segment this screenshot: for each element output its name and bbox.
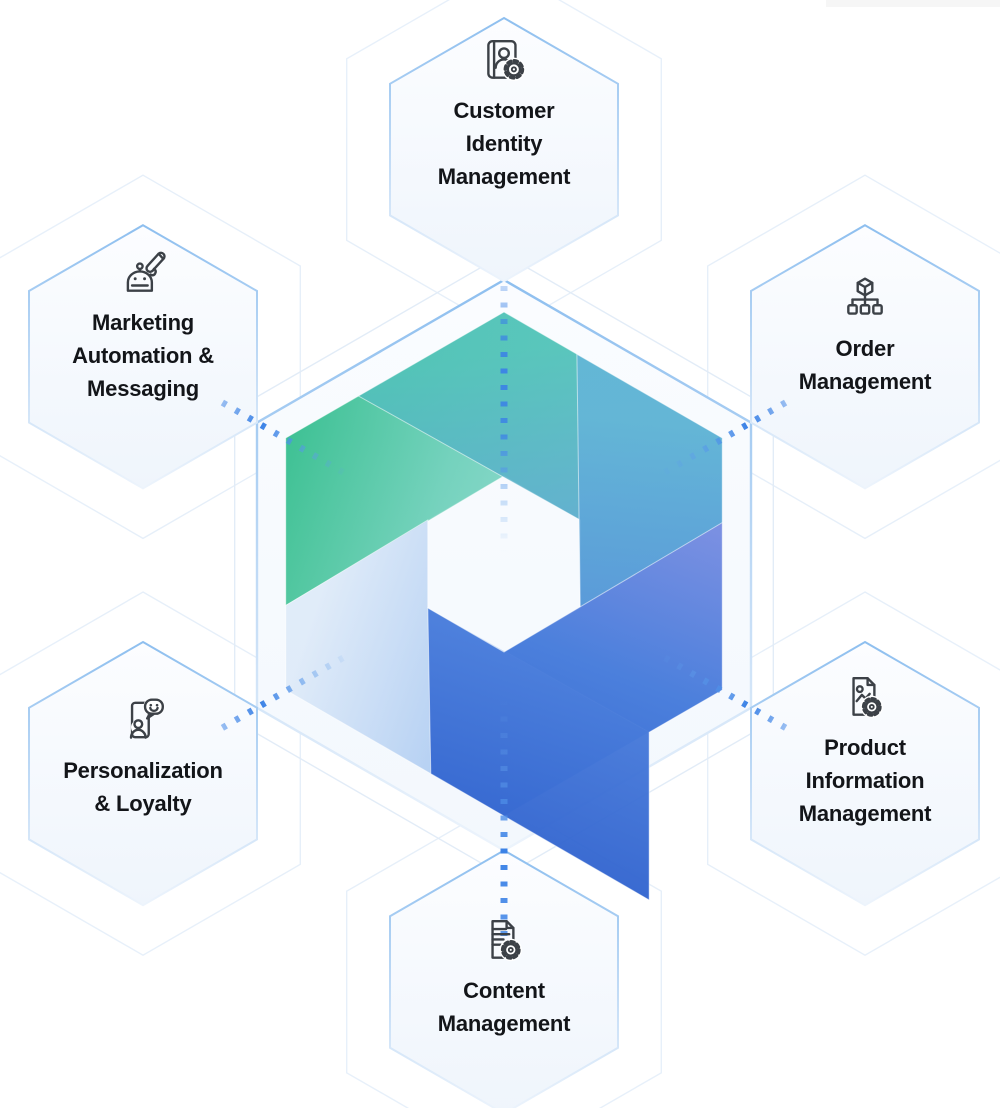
hex-tile-marketing: [28, 224, 258, 490]
hex-tile-content: [389, 849, 619, 1108]
hex-tile-product-information: [750, 640, 980, 907]
hex-tile-customer-identity: [389, 16, 619, 283]
hex-tile-order: [750, 224, 980, 490]
hex-tile-personalization: [28, 640, 258, 907]
dotted-connectors: [220, 286, 788, 941]
top-right-gray-bar: [826, 0, 1000, 7]
